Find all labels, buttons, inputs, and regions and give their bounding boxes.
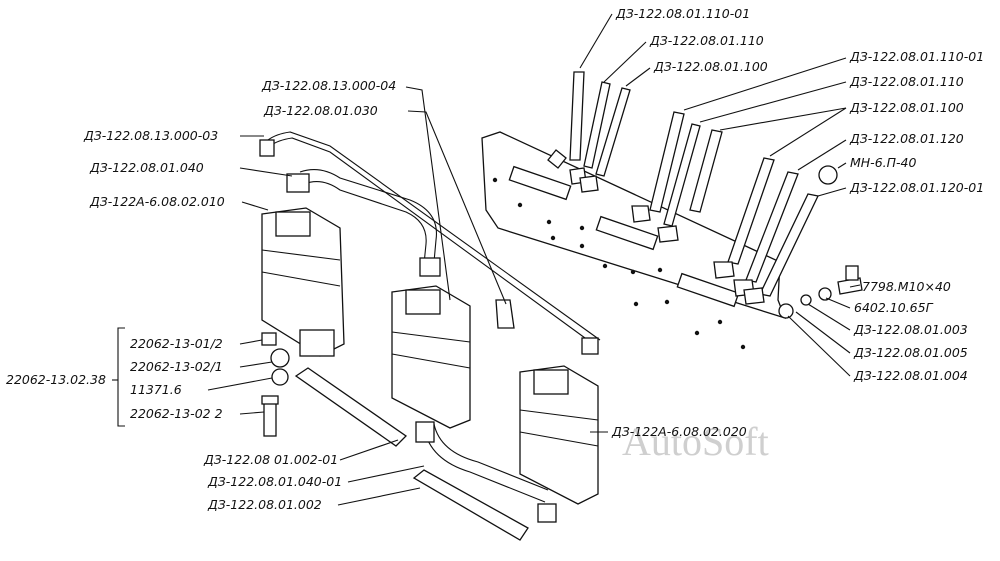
valve-block-center	[391, 285, 471, 429]
label-group: 22062-13.02.38	[6, 372, 106, 387]
label-plate-005: ДЗ-122.08.01.005	[853, 345, 968, 360]
watermark: AutoSoft	[622, 419, 769, 464]
label-hose-002: ДЗ-122.08.01.002	[207, 497, 322, 512]
label-valve-020: ДЗ-122А-6.08.02.020	[611, 424, 747, 439]
valve-block-010	[261, 207, 345, 357]
label-plate-004: ДЗ-122.08.01.004	[853, 368, 968, 383]
label-knob: МН-6.П-40	[850, 155, 916, 170]
lower-hoses	[294, 367, 557, 541]
label-pipe-13000-03: ДЗ-122.08.13.000-03	[83, 128, 218, 143]
label-clamp-01-2: 22062-13-01/2	[130, 336, 223, 351]
pipes	[259, 131, 601, 355]
label-pipe-040-01: ДЗ-122.08.01.040-01	[207, 474, 342, 489]
label-hose-110-01-top: ДЗ-122.08.01.110-01	[615, 6, 750, 21]
label-hose-110-right: ДЗ-122.08.01.110	[849, 74, 964, 89]
control-panel-plate	[481, 131, 787, 350]
label-hose-110-01-right: ДЗ-122.08.01.110-01	[849, 49, 984, 64]
hose-group-middle	[631, 111, 723, 243]
label-hose-100-top: ДЗ-122.08.01.100	[653, 59, 768, 74]
clamp-parts	[261, 332, 290, 437]
label-hose-002-01: ДЗ-122.08 01.002-01	[203, 452, 338, 467]
label-pipe-040: ДЗ-122.08.01.040	[89, 160, 204, 175]
hose-group-right	[713, 157, 838, 305]
label-valve-010: ДЗ-122А-6.08.02.010	[89, 194, 225, 209]
leader-lines	[112, 13, 861, 506]
label-washer: 6402.10.65Г	[854, 300, 934, 315]
hose-group-top	[547, 71, 631, 193]
label-hose-120: ДЗ-122.08.01.120	[849, 131, 964, 146]
label-hose-120-01: ДЗ-122.08.01.120-01	[849, 180, 984, 195]
label-clamp-02-1: 22062-13-02/1	[130, 359, 223, 374]
label-hose-110-top: ДЗ-122.08.01.110	[649, 33, 764, 48]
part-labels: ДЗ-122.08.01.110-01 ДЗ-122.08.01.110 ДЗ-…	[6, 6, 984, 512]
fasteners	[778, 265, 863, 319]
label-plate-003: ДЗ-122.08.01.003	[853, 322, 968, 337]
label-pipe-13000-04: ДЗ-122.08.13.000-04	[261, 78, 396, 93]
valve-block-020	[519, 365, 599, 505]
label-pipe-030: ДЗ-122.08.01.030	[263, 103, 378, 118]
label-bolt: 7798.М10×40	[862, 279, 951, 294]
knob-ball	[818, 165, 838, 185]
label-clamp-02-2: 22062-13-02 2	[130, 406, 223, 421]
label-hose-100-right: ДЗ-122.08.01.100	[849, 100, 964, 115]
label-part-11371: 11371.6	[130, 382, 182, 397]
